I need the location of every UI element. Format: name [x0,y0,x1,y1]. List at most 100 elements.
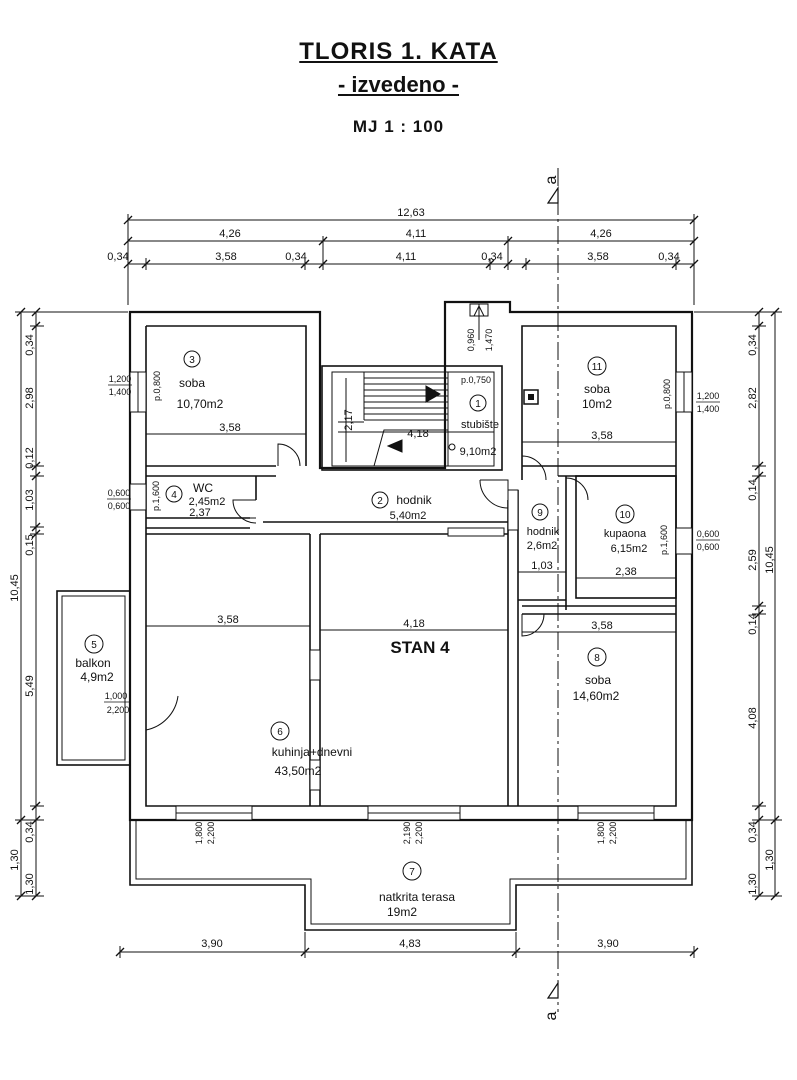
room-8-name: soba [585,673,611,687]
room-1-area: 9,10m2 [460,446,497,458]
room-3-name: soba [179,376,205,390]
room-8-num: 8 [594,653,600,664]
room-9-area: 2,6m2 [527,540,558,552]
room-3-area: 10,70m2 [177,397,224,411]
dim-left-total: 10,45 [9,574,21,602]
inner-dims [146,431,676,633]
dim-top-r3-1: 0,34 [107,251,128,263]
dim-bottom-2: 4,83 [399,938,420,950]
room-1-name: stubište [461,419,499,431]
south-right-top: 1,800 [596,822,606,845]
room-11-area: 10m2 [582,397,612,411]
soba11-sill: p.0,800 [662,379,672,409]
room-2-name: hodnik [396,493,432,507]
room-7-name: natkrita terasa [379,890,455,904]
room-10-name: kupaona [604,528,647,540]
south-mid-bot: 2,200 [414,822,424,845]
soba11-win-bot: 1,400 [697,404,720,414]
dim-right-6: 4,08 [747,707,759,728]
room-7-num: 7 [409,867,415,878]
dim-kupaona: 2,38 [615,566,636,578]
room-9-num: 9 [537,508,543,519]
kupaona-sill: p.1,600 [659,525,669,555]
wc-win-top: 0,600 [108,488,131,498]
room-11-num: 11 [592,362,603,373]
dim-left-7: 0,34 [24,821,36,842]
south-right-bot: 2,200 [608,822,618,845]
soba3-sill: p.0,800 [152,371,162,401]
dim-top-total: 12,63 [397,207,425,219]
dim-right-5: 0,14 [747,613,759,634]
room-7-area: 19m2 [387,905,417,919]
section-line [546,168,559,1012]
soba11-win-top: 1,200 [697,391,720,401]
dim-right-outer: 1,30 [764,849,776,870]
dims-bottom [119,932,695,958]
dim-right-8: 1,30 [747,873,759,894]
dim-right-7: 0,34 [747,821,759,842]
south-left-top: 1,800 [194,822,204,845]
room-11-name: soba [584,382,610,396]
terasa [129,820,693,931]
dims-left [15,311,128,897]
dim-right-total: 10,45 [764,546,776,574]
balkon-door-bot: 2,200 [107,705,130,715]
dim-stair-w: 4,18 [407,428,428,440]
dim-wc: 2,37 [189,507,210,519]
dim-top-r3-7: 0,34 [658,251,679,263]
dim-right-3: 0,14 [747,479,759,500]
room-10-area: 6,15m2 [611,543,648,555]
room-9-name: hodnik [527,526,560,538]
wc-win-bot: 0,600 [108,501,131,511]
room-10-num: 10 [619,510,631,521]
south-left-bot: 2,200 [206,822,216,845]
plan-scale: MJ 1 : 100 [352,117,445,136]
room-2-area: 5,40m2 [390,510,427,522]
dim-top-r2-2: 4,11 [406,228,427,240]
dim-left-3: 0,12 [24,447,36,468]
walls [128,300,694,822]
dim-stair-h: 2,17 [343,409,355,430]
room-4-area: 2,45m2 [189,496,226,508]
dim-top-r3-4: 4,11 [396,251,417,263]
dim-right-4: 2,59 [747,549,759,570]
dim-kuhinja-right: 4,18 [403,618,424,630]
room-3-num: 3 [189,355,195,366]
dim-left-4: 1,03 [24,489,36,510]
stair-win-bot: 1,470 [484,329,494,352]
room-6-num: 6 [277,727,283,738]
room-6-name: kuhinja+dnevni [272,745,352,759]
room-2-num: 2 [377,496,383,507]
dim-top-r3-3: 0,34 [285,251,306,263]
balkon [56,590,131,766]
plan-title: TLORIS 1. KATA [299,38,498,65]
dim-right-2: 2,82 [747,387,759,408]
dim-top-r3-6: 3,58 [587,251,608,263]
room-5-area: 4,9m2 [80,670,114,684]
balkon-door-top: 1,000 [105,691,128,701]
stair-win-top: 0,960 [466,329,476,352]
windows [129,303,693,821]
room-5-num: 5 [91,640,97,651]
soba3-win-bot: 1,400 [109,387,132,397]
plan-subtitle: - izvedeno - [337,72,459,97]
staircase [338,372,456,467]
dim-left-8: 1,30 [24,873,36,894]
room-4-num: 4 [171,490,177,501]
dim-top-r2-3: 4,26 [590,228,611,240]
dim-soba3: 3,58 [219,422,240,434]
apartment-label: STAN 4 [390,638,450,657]
dim-bottom-3: 3,90 [597,938,618,950]
room-4-name: WC [193,481,213,495]
kupaona-win-top: 0,600 [697,529,720,539]
dim-hodnik9: 1,03 [531,560,552,572]
south-mid-top: 2,190 [402,822,412,845]
room-6-area: 43,50m2 [275,764,322,778]
soba3-win-top: 1,200 [109,374,132,384]
room-5-name: balkon [75,656,110,670]
chimney [523,389,539,405]
room-8-area: 14,60m2 [573,689,620,703]
wc-sill: p.1,600 [151,481,161,511]
room-1-num: 1 [475,399,481,410]
